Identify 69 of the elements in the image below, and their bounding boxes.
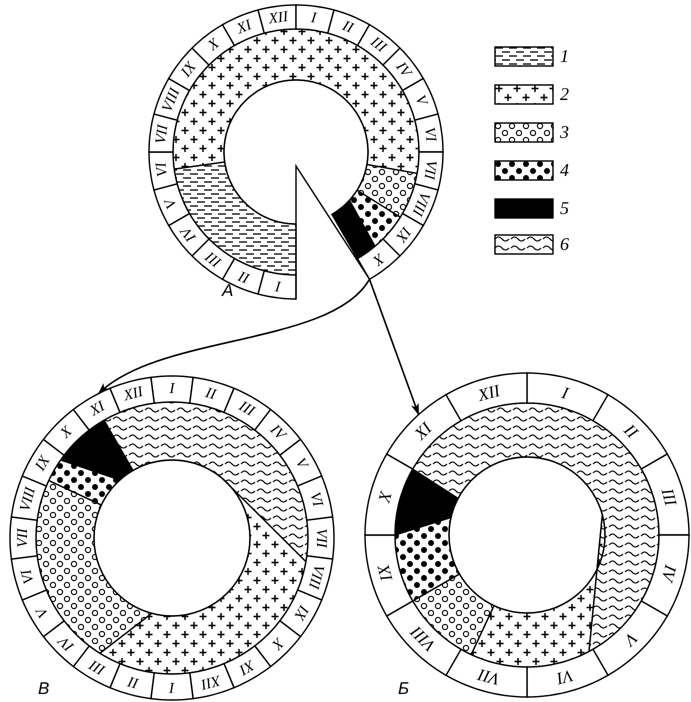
month-numeral: I — [560, 383, 570, 403]
month-numeral: VI — [18, 568, 38, 586]
month-numeral: XII — [476, 381, 502, 405]
month-numeral: VII — [15, 528, 31, 548]
month-numeral: X — [58, 424, 76, 442]
month-numeral: II — [620, 420, 642, 442]
month-numeral: XII — [199, 672, 222, 692]
month-numeral: IV — [658, 562, 680, 584]
month-numeral: III — [658, 486, 680, 508]
legend-label: 4 — [560, 160, 569, 180]
month-numeral: VI — [420, 126, 439, 142]
month-numeral: V — [292, 456, 310, 472]
legend-label: 6 — [560, 234, 569, 254]
month-numeral: III — [236, 398, 257, 420]
month-numeral: VII — [420, 159, 439, 180]
month-numeral: VIII — [408, 189, 433, 218]
month-numeral: II — [204, 385, 218, 404]
month-numeral: XI — [236, 656, 257, 678]
month-numeral: III — [202, 248, 225, 270]
diagram-letter: Б — [398, 680, 410, 698]
month-numeral: V — [412, 93, 430, 108]
month-numeral: X — [374, 490, 396, 504]
month-numeral: VIII — [17, 486, 39, 514]
month-numeral: X — [268, 634, 286, 652]
month-numeral: VIII — [406, 622, 440, 656]
month-numeral: X — [205, 36, 222, 54]
legend-label: 3 — [560, 122, 569, 142]
month-numeral: XI — [87, 398, 108, 420]
month-numeral: V — [162, 196, 180, 211]
month-numeral: IV — [266, 422, 288, 444]
month-numeral: III — [367, 34, 390, 56]
month-numeral: XII — [268, 9, 289, 28]
month-numeral: IX — [32, 453, 54, 474]
legend-label: 2 — [560, 84, 569, 104]
month-numeral: VI — [306, 490, 326, 508]
legend-label: 1 — [560, 46, 569, 66]
month-numeral: I — [274, 278, 282, 294]
month-numeral: V — [620, 628, 642, 650]
month-numeral: VIII — [305, 562, 327, 590]
legend-label: 5 — [560, 198, 569, 218]
arrow — [368, 279, 420, 416]
month-numeral: IX — [392, 224, 414, 245]
month-numeral: VII — [313, 528, 329, 548]
month-numeral: XI — [234, 17, 254, 38]
month-numeral: IX — [290, 602, 312, 623]
month-numeral: X — [370, 250, 387, 268]
month-numeral: V — [34, 604, 52, 620]
diagram-letter: А — [222, 282, 234, 300]
month-numeral: III — [87, 656, 108, 678]
month-numeral: IX — [374, 562, 396, 584]
month-numeral: XII — [122, 384, 145, 404]
month-numeral: II — [126, 672, 140, 691]
month-numeral: II — [340, 18, 356, 37]
month-numeral: VI — [153, 162, 172, 178]
month-numeral: I — [310, 10, 318, 26]
month-numeral: VII — [476, 665, 502, 689]
month-numeral: XI — [410, 418, 436, 444]
month-numeral: I — [170, 381, 174, 397]
diagram-letter: В — [38, 680, 50, 698]
month-numeral: I — [170, 679, 174, 695]
month-numeral: II — [236, 267, 252, 286]
month-numeral: VIII — [159, 86, 184, 115]
month-numeral: IV — [178, 224, 200, 245]
month-numeral: IV — [392, 59, 414, 80]
month-numeral: IV — [56, 632, 78, 654]
arrow — [98, 278, 370, 394]
month-numeral: VII — [153, 124, 172, 145]
month-numeral: IX — [178, 59, 200, 80]
month-numeral: VI — [554, 666, 576, 688]
